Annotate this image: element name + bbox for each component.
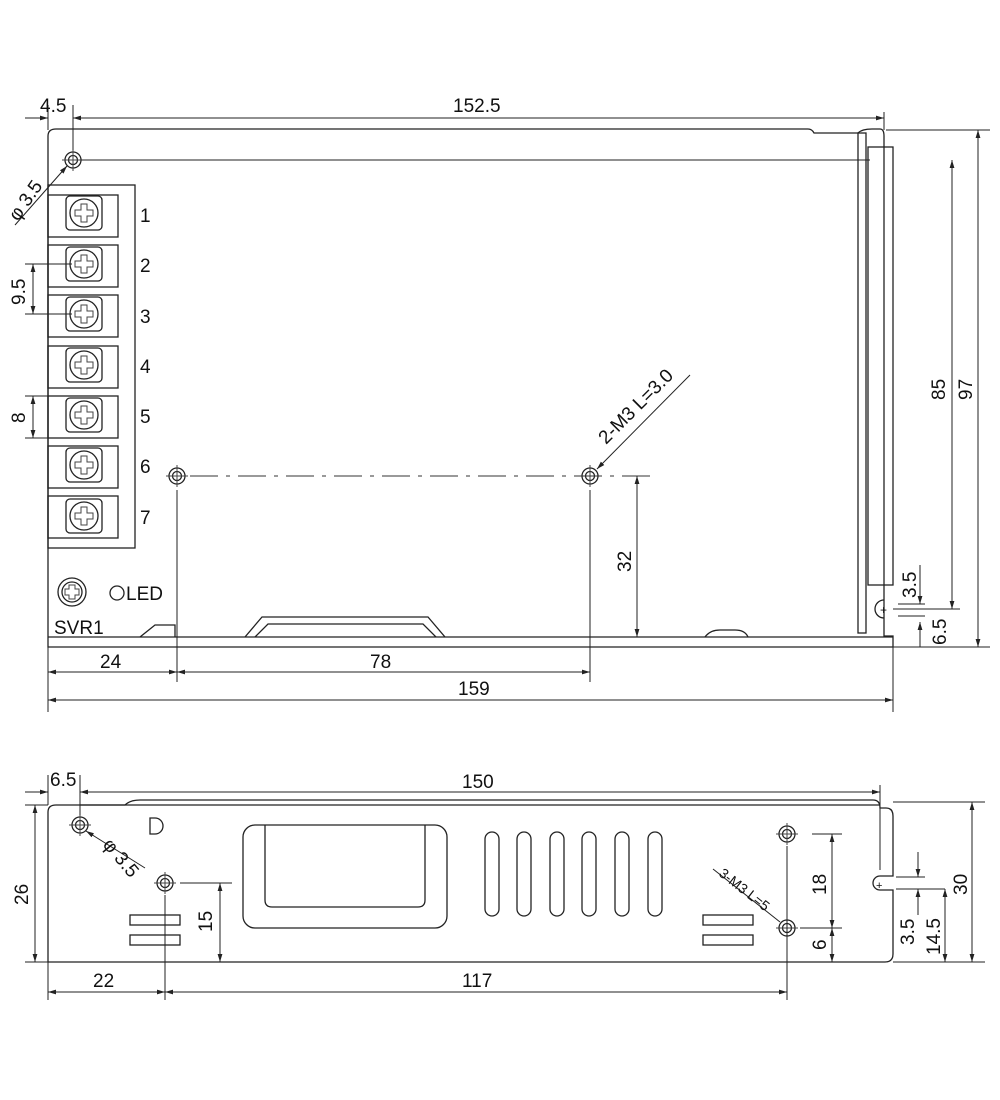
svg-text:+: + — [876, 880, 882, 892]
dim-85: 85 — [929, 379, 950, 400]
terminal-label: 5 — [140, 407, 151, 428]
dim-152-5: 152.5 — [453, 96, 501, 117]
dim-6-5: 6.5 — [50, 770, 76, 791]
terminal-label: 3 — [140, 307, 151, 328]
dim-117: 117 — [462, 971, 492, 992]
svr1-potentiometer — [57, 577, 87, 607]
vent-slots — [484, 831, 663, 917]
dim-4-5: 4.5 — [40, 96, 66, 117]
dim-159: 159 — [458, 679, 490, 700]
dim-hole-diameter: φ 3.5 — [5, 177, 47, 225]
display-window — [242, 824, 448, 929]
dim-14-5: 14.5 — [924, 918, 945, 955]
dim-terminal-pitch: 9.5 — [9, 279, 30, 305]
terminal-label: 6 — [140, 457, 151, 478]
terminal-block — [47, 184, 136, 549]
dim-24: 24 — [100, 652, 122, 673]
dim-3-5: 3.5 — [900, 572, 921, 598]
dim-6: 6 — [810, 939, 831, 950]
dim-22: 22 — [93, 971, 114, 992]
screw-note: 3-M3 L=5 — [716, 865, 773, 914]
svr1-label: SVR1 — [54, 618, 104, 639]
top-view: + 1 2 3 4 5 6 7 LED SVR1 4.5 152.5 φ 3.5… — [5, 96, 990, 712]
dim-78: 78 — [370, 652, 391, 673]
dim-15: 15 — [196, 911, 217, 932]
terminal-label: 1 — [140, 206, 151, 227]
terminal-label: 7 — [140, 508, 151, 529]
terminal-label: 2 — [140, 256, 151, 277]
dim-150: 150 — [462, 772, 494, 793]
dim-terminal-width: 8 — [9, 412, 30, 423]
dim-18: 18 — [810, 874, 831, 895]
dim-30: 30 — [951, 874, 972, 895]
svg-text:+: + — [880, 603, 887, 617]
dim-6-5: 6.5 — [930, 619, 951, 645]
led-indicator — [109, 585, 125, 601]
dim-32: 32 — [615, 551, 636, 572]
d-symbol — [149, 817, 164, 835]
dim-26: 26 — [12, 884, 33, 905]
led-label: LED — [126, 584, 163, 605]
dim-hole-diameter: φ 3.5 — [98, 835, 142, 882]
dim-3-5: 3.5 — [898, 919, 919, 945]
terminal-screws — [47, 194, 119, 539]
side-view: + 6.5 150 φ 3.5 26 15 22 117 3-M3 L=5 18… — [12, 770, 985, 1000]
terminal-label: 4 — [140, 357, 151, 378]
screw-note: 2-M3 L=3.0 — [595, 365, 678, 448]
dim-97: 97 — [956, 379, 977, 400]
